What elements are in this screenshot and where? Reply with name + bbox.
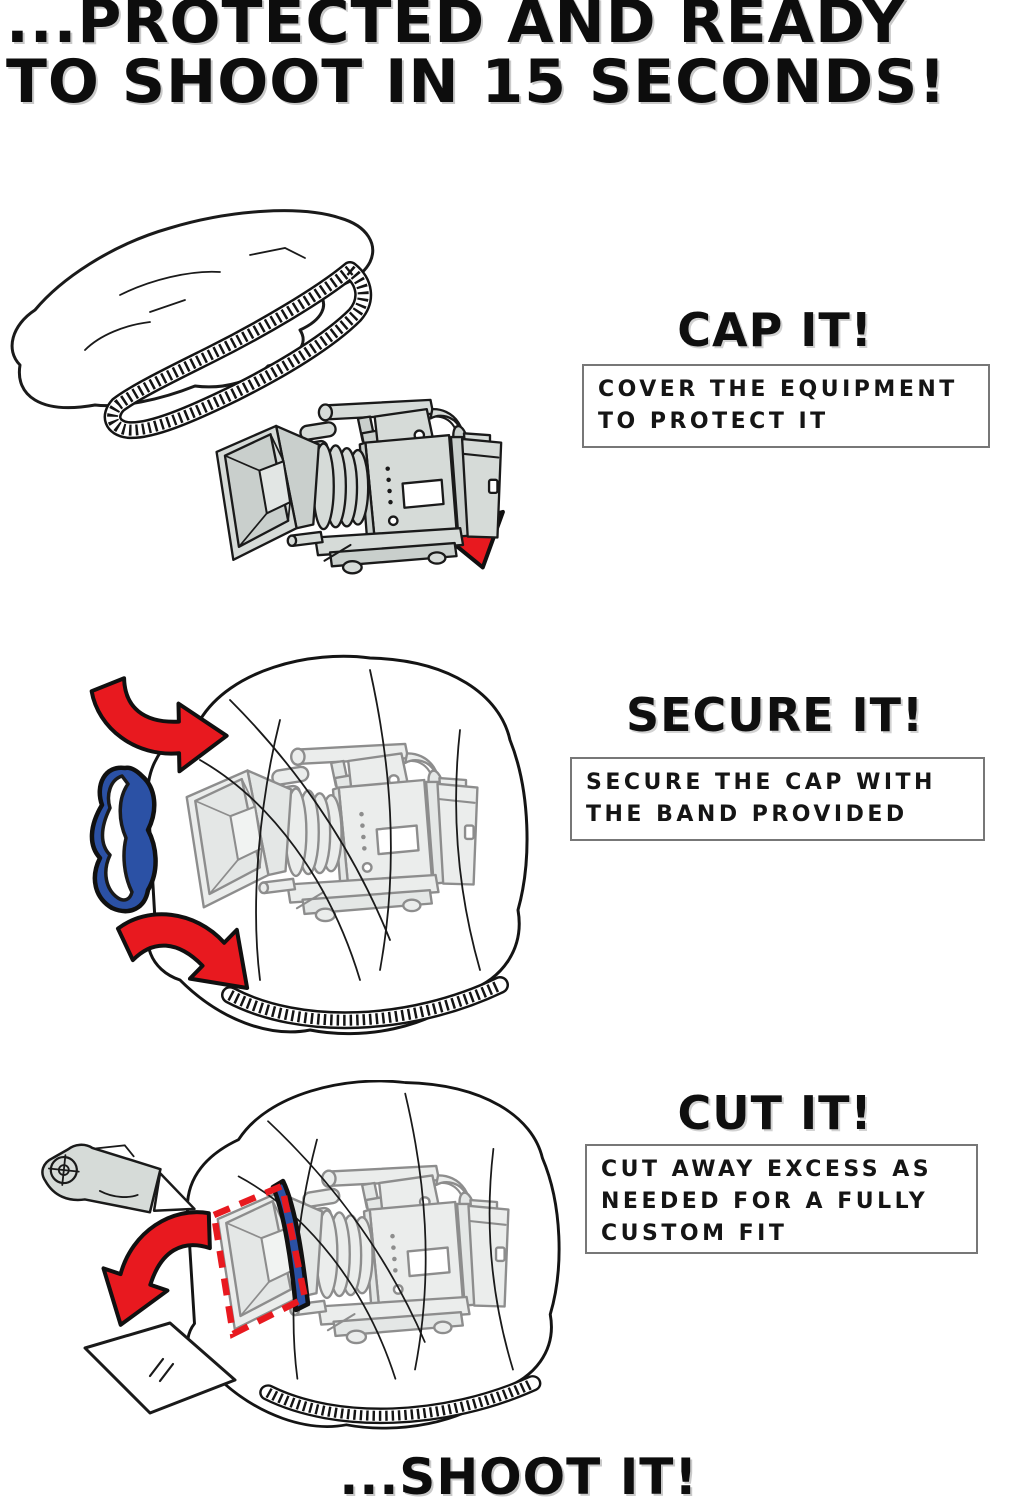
step2-desc-line1: SECURE THE CAP WITH: [586, 770, 936, 795]
page-title-line2: TO SHOOT IN 15 SECONDS!: [6, 47, 947, 117]
step1-illustration: [10, 209, 515, 575]
step1-desc-line2: TO PROTECT IT: [598, 409, 829, 434]
elastic-band-icon: [270, 1178, 311, 1313]
step1-heading: CAP IT!: [677, 303, 873, 357]
elastic-band-icon: [89, 765, 158, 914]
step1-desc-line1: COVER THE EQUIPMENT: [598, 377, 958, 402]
cut-sheet-icon: [83, 1321, 237, 1415]
step3-description-box: CUT AWAY EXCESS AS NEEDED FOR A FULLY CU…: [585, 1144, 978, 1254]
utility-knife-icon: [41, 1143, 196, 1214]
step2-desc-line2: THE BAND PROVIDED: [586, 802, 908, 827]
covered-camera-icon: [187, 1081, 559, 1428]
step3-illustration: [41, 1080, 570, 1435]
page-title-line1: ...PROTECTED AND READY: [6, 0, 906, 57]
page-title: ...PROTECTED AND READY TO SHOOT IN 15 SE…: [6, 0, 1016, 112]
step2-description-box: SECURE THE CAP WITH THE BAND PROVIDED: [570, 757, 985, 841]
step3-desc-line2: NEEDED FOR A FULLY: [601, 1189, 929, 1214]
step2-heading: SECURE IT!: [626, 688, 924, 742]
step2-illustration: [84, 640, 570, 1050]
step3-desc-line1: CUT AWAY EXCESS AS: [601, 1157, 933, 1182]
cover-bag-icon: [10, 209, 375, 440]
elastic-hem: [103, 261, 373, 440]
cut-line: [210, 1181, 309, 1339]
footer-title: ...SHOOT IT!: [339, 1448, 699, 1500]
step1-description-box: COVER THE EQUIPMENT TO PROTECT IT: [582, 364, 990, 448]
step3-heading: CUT IT!: [677, 1086, 873, 1140]
step3-desc-line3: CUSTOM FIT: [601, 1221, 788, 1246]
